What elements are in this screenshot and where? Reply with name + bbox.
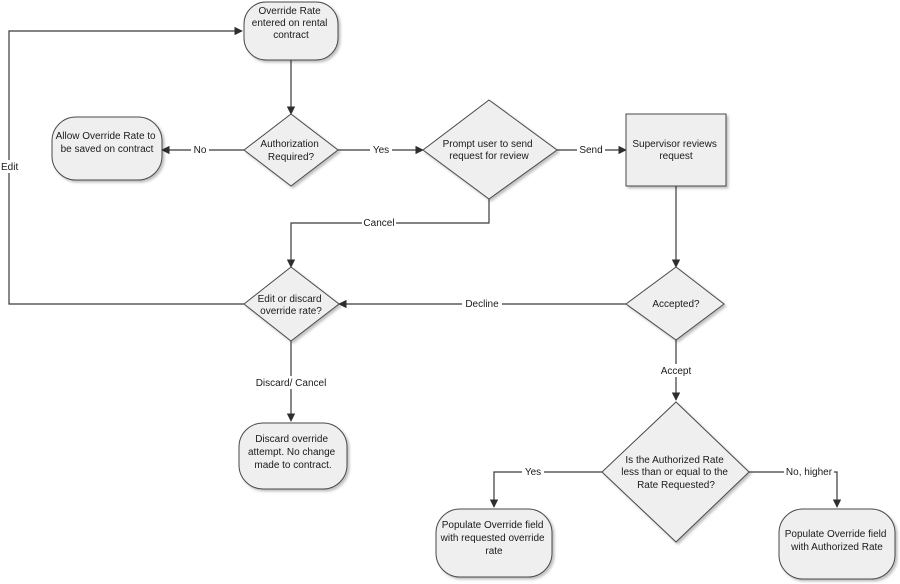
node-discard-attempt — [238, 422, 348, 490]
edge-label-send: Send — [579, 145, 602, 156]
node-discard-attempt-label: Discard override attempt. No change made… — [248, 434, 338, 471]
node-override-entered-label: Override Rate entered on rental contract — [252, 6, 330, 41]
edge-label-accept: Accept — [661, 366, 692, 377]
edge-label-discard-cancel: Discard/ Cancel — [256, 378, 327, 389]
node-edit-or-discard-label: Edit or discard override rate? — [258, 294, 325, 317]
node-prompt-send — [422, 99, 558, 200]
edge-label-edit: Edit — [1, 162, 18, 173]
node-populate-requested — [435, 508, 553, 578]
node-populate-requested-label: Populate Override field with requested o… — [440, 520, 548, 557]
node-auth-required-label: Authorization Required? — [260, 139, 321, 163]
edge-prompt-cancel — [286, 199, 490, 268]
node-populate-authorized-label: Populate Override field with Authorized … — [785, 529, 890, 553]
edge-label-cancel: Cancel — [363, 218, 394, 229]
node-accepted — [625, 266, 725, 341]
edge-label-no-higher: No, higher — [786, 467, 833, 478]
node-allow-saved-label: Allow Override Rate to be saved on contr… — [56, 131, 159, 155]
node-populate-authorized — [778, 508, 896, 580]
node-rate-compare-label: Is the Authorized Rate less than or equa… — [621, 455, 731, 491]
node-allow-saved — [51, 116, 163, 181]
edge-label-yes: Yes — [373, 145, 389, 156]
node-accepted-label: Accepted? — [652, 299, 700, 310]
node-supervisor-reviews-label: Supervisor reviews request — [632, 139, 719, 162]
edge-compare-yes — [489, 471, 602, 508]
node-supervisor-reviews — [625, 113, 727, 187]
node-rate-compare — [601, 401, 750, 543]
edge-label-yes-2: Yes — [525, 467, 541, 478]
edge-label-decline: Decline — [465, 299, 499, 310]
node-edit-or-discard — [243, 266, 340, 342]
edge-compare-no-higher — [749, 471, 842, 508]
edge-label-no: No — [194, 145, 207, 156]
node-override-entered — [243, 1, 339, 61]
node-prompt-send-label: Prompt user to send request for review — [443, 139, 536, 162]
node-auth-required — [243, 113, 339, 187]
